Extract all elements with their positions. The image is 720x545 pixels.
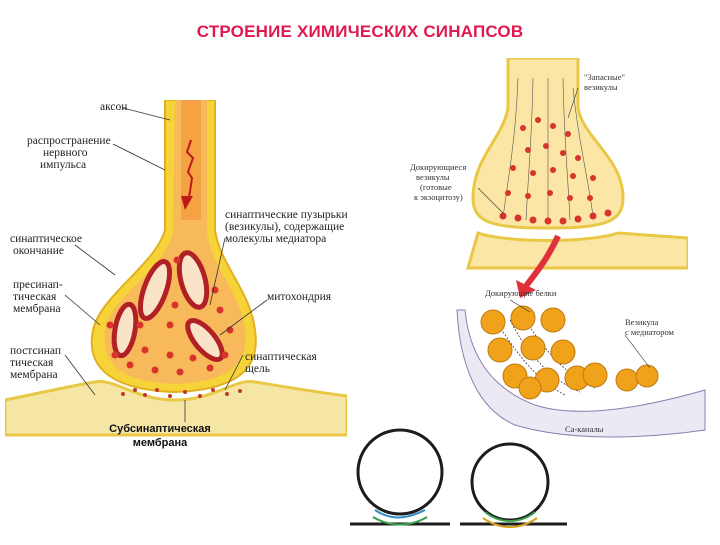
label-terminal-1: синаптическое: [10, 233, 82, 245]
subsynaptic-line-1: Субсинаптическая: [109, 423, 211, 435]
label-reserve-2: везикулы: [584, 82, 618, 92]
snare-yellow-2: [482, 517, 538, 528]
vesicle: [166, 351, 174, 359]
label-impulse-2: нервного: [43, 147, 88, 159]
leader-reserve: [567, 87, 579, 119]
subsynaptic-caption: Субсинаптическая мембрана: [75, 422, 245, 450]
leader-docking: [477, 187, 504, 214]
vesicle: [176, 368, 184, 376]
vesicle: [166, 321, 174, 329]
leader-lines: [64, 107, 268, 422]
label-postsyn-2: тическая: [10, 357, 54, 369]
snare-blue-1: [374, 509, 426, 519]
postsynaptic-cell: [3, 380, 349, 437]
docking-vesicles: [499, 209, 612, 225]
mitochondria-group: [111, 250, 225, 362]
reserve-vesicles: [505, 117, 596, 201]
label-postsyn-3: мембрана: [10, 369, 58, 381]
fusion-diagram: [345, 412, 570, 540]
snare-green-2: [484, 511, 536, 522]
vesicle: [151, 366, 159, 374]
vesicle: [189, 354, 197, 362]
label-presyn-1: пресинап-: [13, 279, 63, 291]
vesicle-spheres: [480, 305, 659, 400]
label-vesicles-1: синаптические пузырьки: [225, 209, 347, 221]
label-reserve-1: "Запасные": [584, 72, 625, 82]
vesicle-ring-2: [470, 442, 550, 522]
leader-docking-proteins: [509, 299, 531, 313]
vesicle: [173, 256, 181, 264]
label-axon: аксон: [100, 101, 127, 113]
cytoskeleton: [502, 77, 594, 222]
label-cleft-1: синаптическая: [245, 351, 317, 363]
slide-title: СТРОЕНИЕ ХИМИЧЕСКИХ СИНАПСОВ: [196, 22, 524, 41]
vesicle: [106, 321, 114, 329]
vesicle-ring-1: [356, 428, 444, 516]
label-ca-channels: Са-каналы: [565, 424, 604, 434]
vesicle: [141, 346, 149, 354]
label-cleft-2: щель: [245, 363, 270, 375]
synapse-diagram: аксон распространение нервного импульса …: [3, 99, 349, 460]
label-impulse-1: распространение: [27, 135, 111, 147]
label-docking-1: Докирующиеся: [410, 162, 466, 172]
vesicle: [226, 326, 234, 334]
impulse-arrowhead: [181, 196, 193, 210]
label-docking-3: (готовые: [420, 182, 452, 192]
mitochondrion: [185, 318, 225, 362]
mitochondrion: [137, 259, 173, 321]
leader-vesicle: [624, 334, 651, 369]
mitochondrion: [176, 250, 210, 310]
vesicle: [136, 321, 144, 329]
mediator-release: [121, 388, 242, 398]
label-vesicles-3: молекулы медиатора: [225, 233, 326, 245]
vesicle-postsynaptic: [466, 231, 690, 270]
snare-green-1: [372, 516, 428, 526]
axon-core: [181, 100, 201, 220]
label-docking-proteins: Докирующие белки: [485, 288, 557, 298]
vesicle: [216, 306, 224, 314]
impulse-arrow: [185, 139, 195, 199]
vesicle: [126, 361, 134, 369]
label-docking-4: к экзоцитозу): [414, 192, 463, 202]
label-impulse-3: импульса: [40, 159, 86, 171]
docking-proteins-illustration: Докирующие белки Везикула с медиатором С…: [456, 288, 706, 438]
fusion-illustration: [350, 428, 567, 528]
vesicle-docking-illustration: "Запасные" везикулы Докирующиеся везикул…: [410, 56, 690, 298]
label-terminal-2: окончание: [13, 245, 64, 257]
label-postsyn-1: постсинап: [10, 345, 61, 357]
subsynaptic-line-2: мембрана: [132, 437, 188, 449]
vesicle: [111, 351, 119, 359]
label-vesicle-1: Везикула: [625, 317, 659, 327]
vesicle: [206, 364, 214, 372]
membrane-band: [456, 309, 706, 438]
vesicle: [221, 351, 229, 359]
vesicles-group: [106, 256, 234, 376]
label-mito: митохондрия: [267, 291, 332, 303]
zoom-arrowhead: [516, 280, 536, 298]
label-vesicle-2: с медиатором: [625, 327, 675, 337]
label-vesicles-2: (везикулы), содержащие: [225, 221, 344, 233]
label-docking-2: везикулы: [416, 172, 450, 182]
vesicle: [171, 301, 179, 309]
label-presyn-2: тическая: [13, 291, 57, 303]
docking-proteins-diagram: Докирующие белки Везикула с медиатором С…: [455, 280, 710, 440]
zoom-arrow: [523, 234, 561, 288]
synapse-illustration: аксон распространение нервного импульса …: [3, 99, 349, 437]
mitochondrion: [111, 301, 139, 359]
label-presyn-3: мембрана: [13, 303, 61, 315]
vesicle-docking-diagram: "Запасные" везикулы Докирующиеся везикул…: [408, 56, 690, 298]
